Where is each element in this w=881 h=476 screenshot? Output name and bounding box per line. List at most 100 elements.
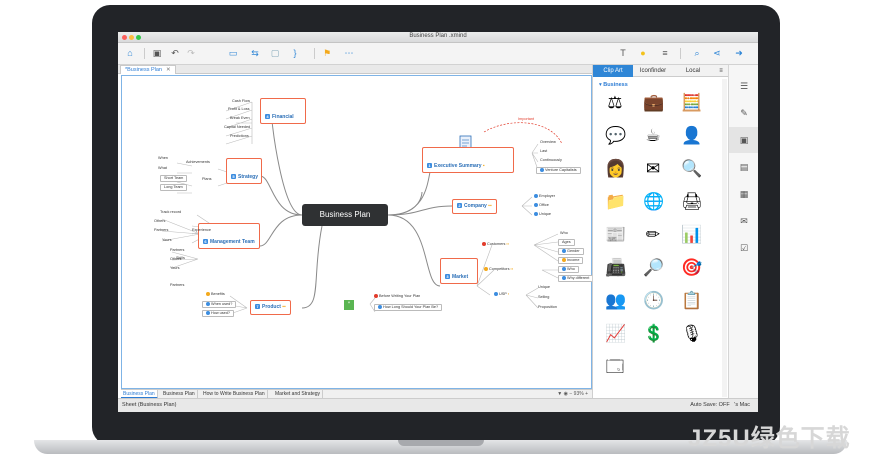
comment-icon[interactable]: ✉ [740, 216, 748, 226]
sub-topic[interactable]: Predictions [230, 134, 249, 138]
sub-topic[interactable]: Office [534, 203, 549, 208]
sub-topic[interactable]: Who [558, 266, 579, 273]
panel-menu-icon[interactable]: ≡ [719, 68, 723, 74]
contact-card-icon[interactable]: 👤 [681, 126, 703, 145]
sub-topic-achievements[interactable]: Achievements [186, 160, 210, 164]
sub-topic[interactable]: Long Team [160, 184, 187, 191]
sub-topic[interactable]: Others [170, 257, 182, 261]
search-icon[interactable]: ⌕ [694, 48, 700, 58]
format-icon[interactable]: T [620, 48, 626, 58]
microphone-icon[interactable]: 🎙 [681, 324, 703, 343]
tab-clip-art[interactable]: Clip Art [593, 65, 633, 77]
coin-icon[interactable]: 💲 [643, 324, 665, 343]
zoom-window-button[interactable] [136, 35, 141, 40]
sub-topic[interactable]: Why different [558, 275, 594, 282]
clipart-image-icon[interactable]: ▣ [729, 127, 758, 153]
more-icon[interactable]: ⋯ [344, 48, 354, 58]
sub-topic[interactable]: Selling [538, 295, 550, 299]
sub-topic[interactable]: Income [558, 257, 584, 264]
undo-icon[interactable]: ↶ [171, 48, 179, 58]
tab-local[interactable]: Local [685, 68, 701, 74]
sub-topic[interactable]: Profit & Loss [228, 107, 250, 111]
sub-topic[interactable]: Partners [154, 228, 169, 232]
sub-topic[interactable]: Overview [540, 140, 556, 144]
boundary-icon[interactable]: ▢ [270, 48, 280, 58]
sub-topic[interactable]: Last [540, 149, 548, 153]
sheet-tab-market-strategy[interactable]: Market and Strategy [273, 390, 324, 399]
calculator-icon[interactable]: 🧮 [681, 93, 703, 112]
coffee-icon[interactable]: ☕ [645, 126, 661, 145]
idea-icon[interactable]: ● [640, 48, 646, 58]
clock-icon[interactable]: 🕒 [643, 291, 665, 310]
topic-icon[interactable]: ▭ [228, 48, 238, 58]
folder-icon[interactable]: 📁 [605, 192, 627, 211]
printer-icon[interactable]: 🖨 [681, 192, 703, 211]
sticker-icon[interactable]: ▤ [739, 162, 749, 172]
central-topic[interactable]: Business Plan [302, 204, 388, 226]
scales-icon[interactable]: ⚖ [607, 93, 623, 112]
sheet-tab-business-plan-2[interactable]: Business Plan [161, 390, 198, 399]
summary-icon[interactable]: } [293, 48, 297, 58]
relationship-label[interactable]: Important [518, 117, 535, 121]
outline-icon[interactable]: ≡ [662, 48, 668, 58]
sub-topic[interactable]: Who [560, 231, 568, 235]
pencil-icon[interactable]: ✏ [645, 225, 661, 244]
globe-icon[interactable]: 🌐 [643, 192, 665, 211]
panel-scrollbar[interactable] [722, 79, 727, 397]
minimize-window-button[interactable] [129, 35, 134, 40]
sub-topic[interactable]: Partners [170, 248, 185, 252]
sheet-tab-how-to-write[interactable]: How to Write Business Plan [201, 390, 268, 399]
floating-topic[interactable]: Before Writing Your Plan [374, 294, 420, 299]
outline-panel-icon[interactable]: ☰ [739, 81, 749, 91]
sub-topic[interactable]: Capital Needed [224, 125, 251, 129]
sub-topic[interactable]: When [158, 156, 168, 160]
sub-topic[interactable]: Break Even [230, 116, 250, 120]
sub-topic[interactable]: Track record [160, 210, 182, 214]
magnifier-icon[interactable]: 🔎 [643, 258, 665, 277]
view-icon[interactable]: ◉ [563, 391, 568, 397]
save-icon[interactable]: ▣ [152, 48, 162, 58]
briefcase-icon[interactable]: 💼 [643, 93, 665, 112]
zoom-control[interactable]: ▼ ◉ − 93% + [557, 391, 588, 397]
sub-topic[interactable]: Yours [170, 266, 180, 270]
sub-topic[interactable]: When used? [202, 301, 237, 308]
task-icon[interactable]: ☑ [739, 243, 749, 253]
export-icon[interactable]: ➜ [735, 48, 743, 58]
support-agent-icon[interactable]: 👩 [605, 159, 627, 178]
chat-icon[interactable]: 💬 [605, 126, 627, 145]
sub-topic-customers[interactable]: Customers ▪▪ [482, 242, 509, 247]
sub-topic[interactable]: What [158, 166, 167, 170]
floating-topic[interactable]: How Long Should Your Plan Be? [374, 304, 443, 311]
sub-topic[interactable]: Unique [534, 212, 551, 217]
fax-icon[interactable]: 📠 [605, 258, 627, 277]
sub-topic[interactable]: Gender [558, 248, 584, 255]
home-icon[interactable]: ⌂ [127, 48, 133, 58]
newspaper-icon[interactable]: 📰 [605, 225, 627, 244]
sub-topic-usp[interactable]: USP ▪ [494, 292, 509, 297]
sub-topic[interactable]: Employer [534, 194, 555, 199]
autosave-status[interactable]: Auto Save: OFF [690, 402, 730, 408]
sub-topic[interactable]: Partners [170, 283, 185, 287]
sub-topic-skills[interactable]: Skills [176, 256, 185, 260]
window-icon[interactable]: 🗔 [605, 357, 625, 376]
envelope-icon[interactable]: ✉ [645, 159, 661, 178]
sub-topic-experience[interactable]: Experience [192, 228, 211, 232]
document-search-icon[interactable]: 🔍 [681, 159, 703, 178]
sub-topic-plans[interactable]: Plans [202, 177, 212, 181]
sub-topic[interactable]: Short Team [160, 175, 188, 182]
notes-icon[interactable]: ▦ [739, 189, 749, 199]
team-icon[interactable]: 👥 [605, 291, 627, 310]
sub-topic[interactable]: Yours [162, 238, 172, 242]
marker-icon[interactable]: ⚑ [322, 48, 332, 58]
sub-topic[interactable]: Ages [558, 239, 575, 246]
sub-topic[interactable]: Venture Capitalists [536, 167, 581, 174]
checklist-icon[interactable]: 📋 [681, 291, 703, 310]
redo-icon[interactable]: ↷ [187, 48, 195, 58]
